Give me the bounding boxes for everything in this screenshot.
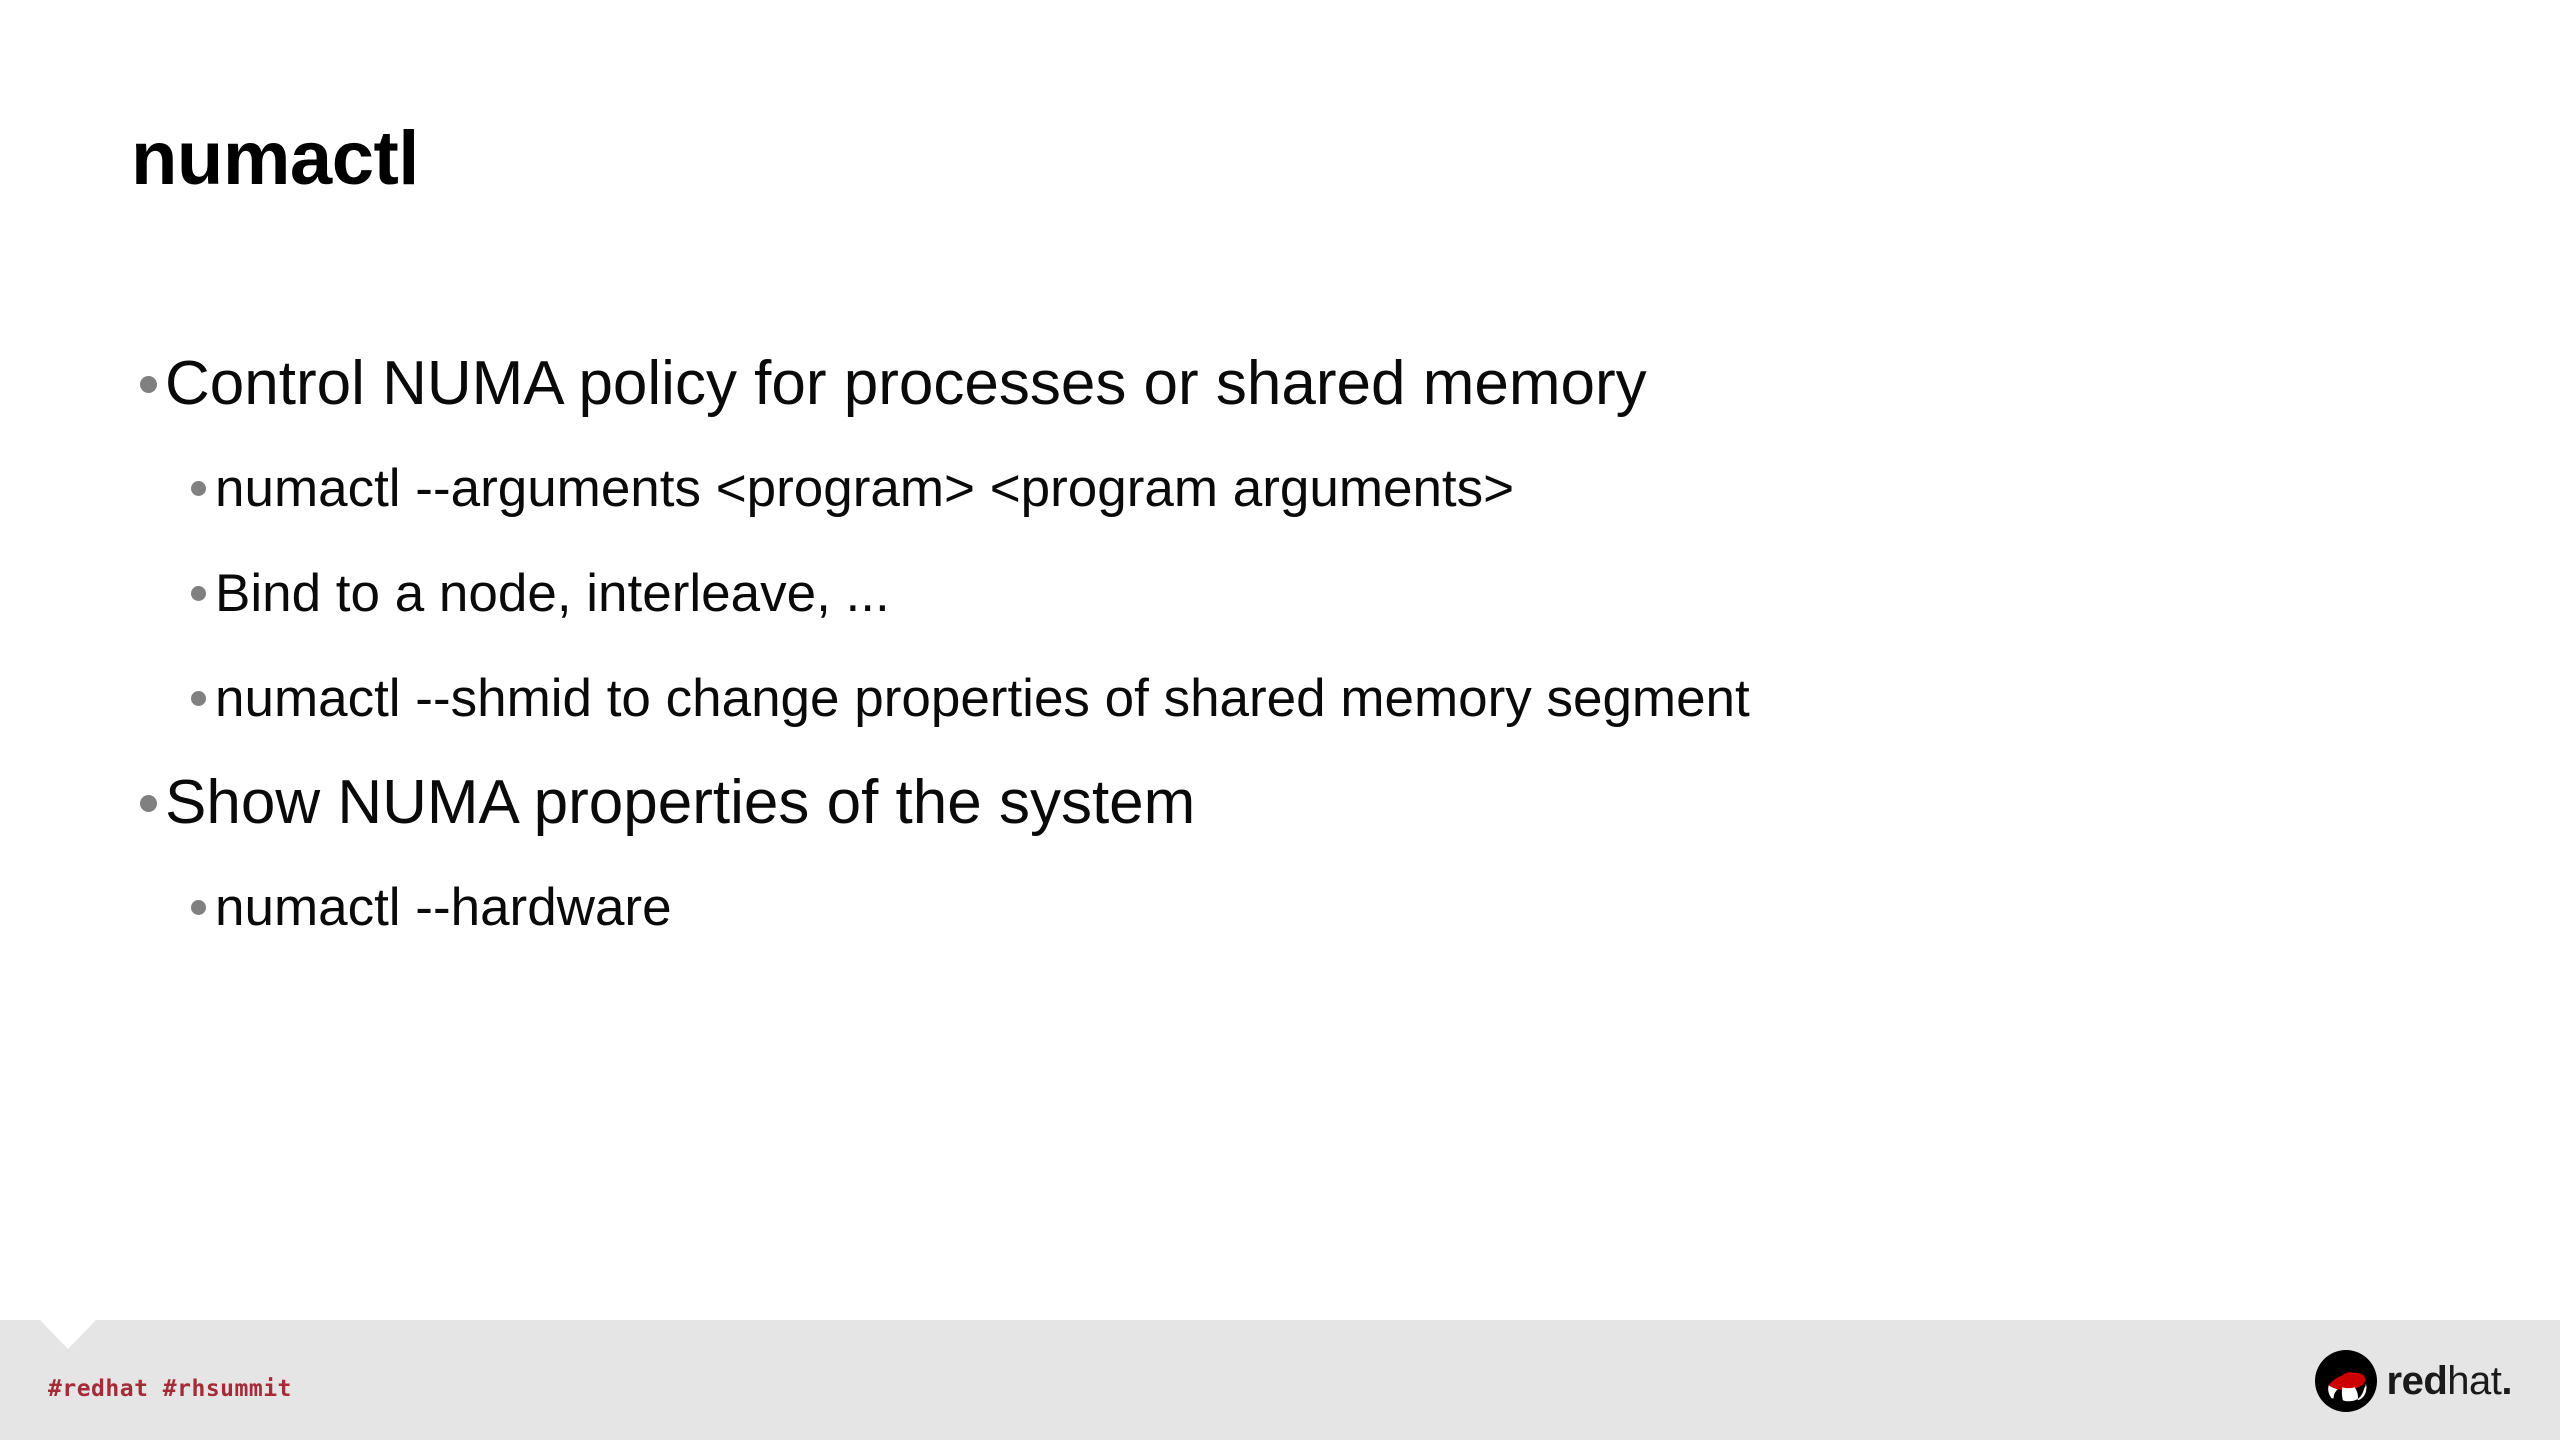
list-item: Control NUMA policy for processes or sha… bbox=[131, 332, 2431, 436]
list-item-label: Show NUMA properties of the system bbox=[165, 768, 1196, 837]
list-item-label: numactl --hardware bbox=[215, 878, 672, 937]
bullet-dot-icon bbox=[179, 436, 215, 541]
list-item: numactl --arguments <program> <program a… bbox=[179, 436, 2431, 541]
list-item: numactl --hardware bbox=[179, 855, 2431, 960]
footer-hashtags: #redhat #rhsummit bbox=[48, 1376, 292, 1402]
list-item-label: numactl --arguments <program> <program a… bbox=[215, 459, 1515, 518]
list-item: numactl --shmid to change properties of … bbox=[179, 646, 2431, 751]
bullet-dot-icon bbox=[131, 751, 165, 855]
list-item: Bind to a node, interleave, ... bbox=[179, 541, 2431, 646]
slide-footer bbox=[0, 1320, 2560, 1440]
footer-notch-triangle bbox=[40, 1320, 96, 1349]
redhat-wordmark-dot: . bbox=[2501, 1359, 2512, 1403]
list-item-label: Control NUMA policy for processes or sha… bbox=[165, 349, 1647, 418]
page-title: numactl bbox=[131, 116, 419, 201]
bullet-dot-icon bbox=[131, 332, 165, 436]
redhat-shadowman-icon bbox=[2314, 1350, 2377, 1412]
list-item-label: Bind to a node, interleave, ... bbox=[215, 564, 890, 623]
list-item-label: numactl --shmid to change properties of … bbox=[215, 669, 1750, 728]
bullet-dot-icon bbox=[179, 646, 215, 751]
redhat-wordmark: redhat. bbox=[2386, 1359, 2513, 1403]
bullet-dot-icon bbox=[179, 541, 215, 646]
redhat-wordmark-hat: hat bbox=[2447, 1359, 2502, 1403]
bullet-list: Control NUMA policy for processes or sha… bbox=[131, 332, 2431, 960]
redhat-wordmark-red: red bbox=[2386, 1359, 2448, 1403]
bullet-dot-icon bbox=[179, 855, 215, 960]
redhat-logo: redhat. bbox=[2314, 1350, 2513, 1412]
list-item: Show NUMA properties of the system bbox=[131, 751, 2431, 855]
